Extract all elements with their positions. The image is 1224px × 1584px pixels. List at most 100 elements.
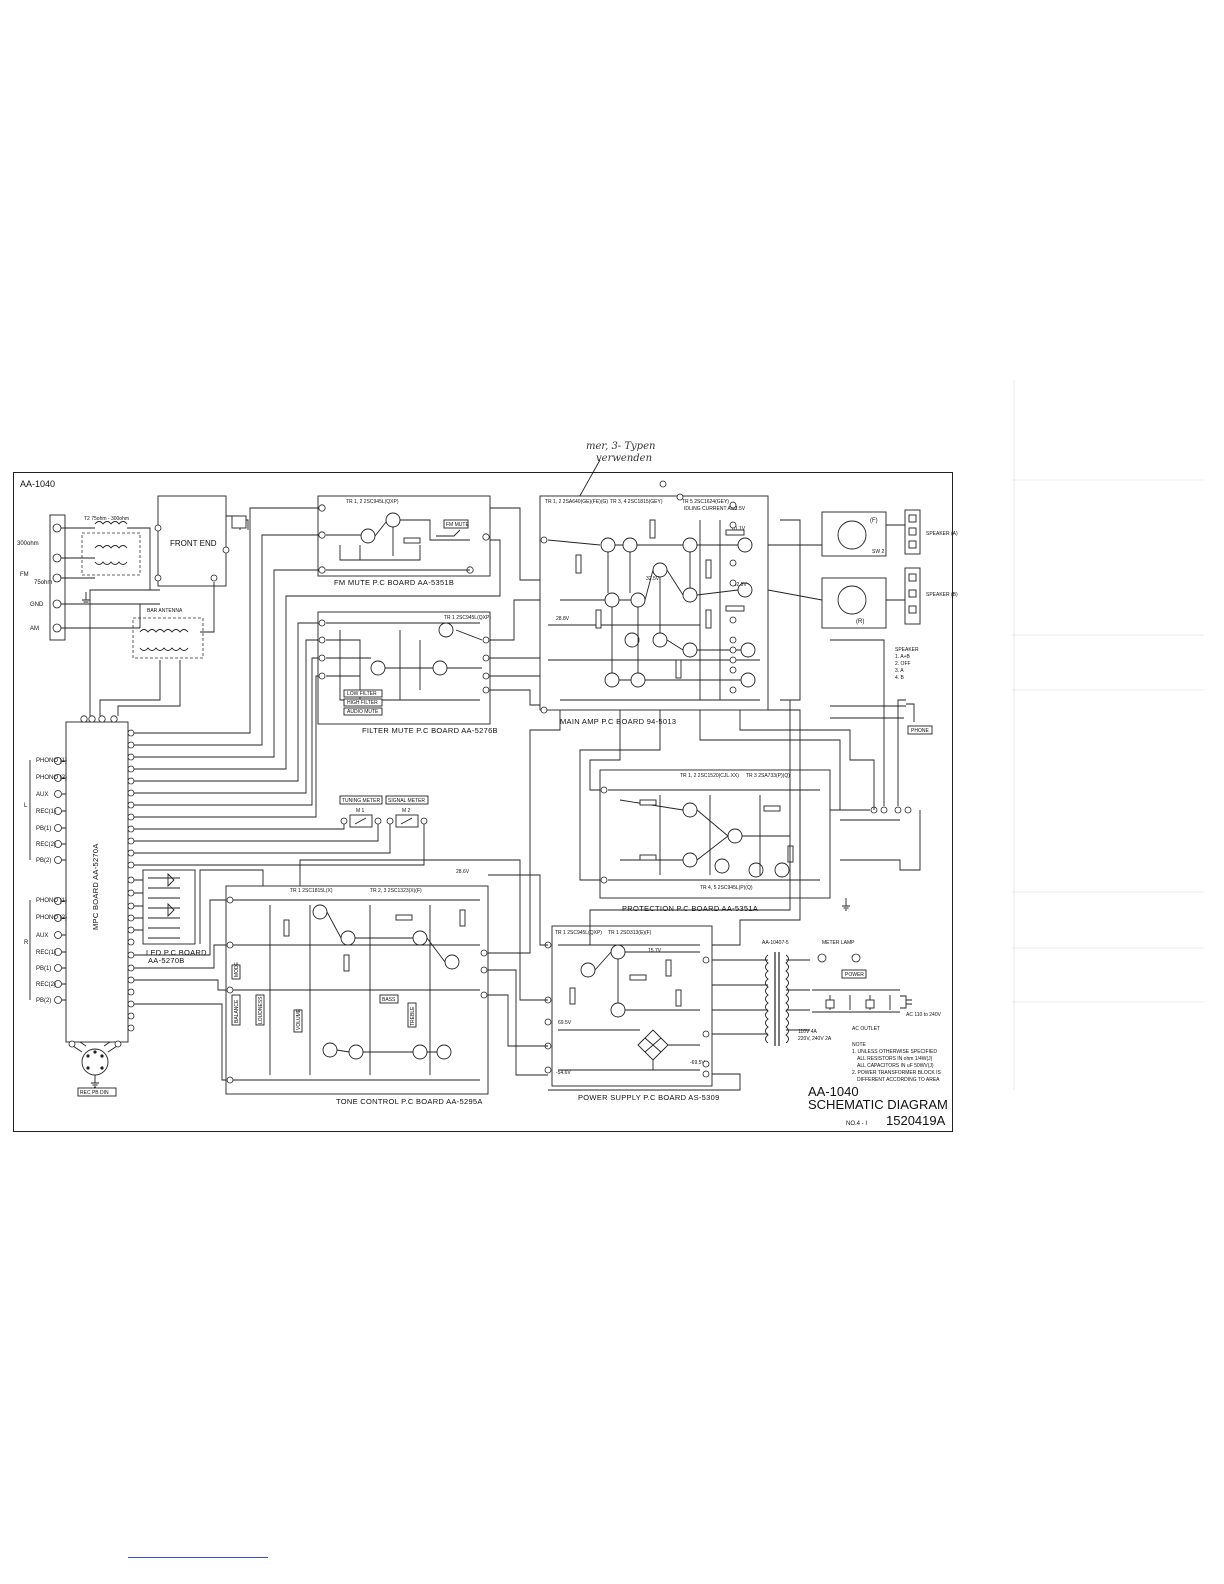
label-low-filter: LOW FILTER <box>347 691 377 697</box>
protection-transistors-45: TR 4, 5 2SC945L(P)(Q) <box>700 885 753 891</box>
filter-transistors: TR 1 2SC945L(QXP) <box>444 615 491 621</box>
protection-board: TR 1, 2 2SC1520(CJL.XX) TR 3 2SA733(P)(Q… <box>599 769 921 913</box>
din-socket: REC PB DIN <box>68 1040 122 1097</box>
ps-voltage-4: -69.5V <box>690 1060 705 1066</box>
meters: TUNING METER SIGNAL METER M 1 M 2 <box>339 795 429 828</box>
ps-voltage-1: 15.7V <box>648 948 662 954</box>
jack-r-phono1: PHONO (1) <box>36 898 67 904</box>
label-mode: MODE <box>234 961 240 977</box>
tone-transistors-23: TR 2, 3 2SC1323(X)(F) <box>370 888 422 894</box>
sheet-title: AA-1040 <box>20 479 55 489</box>
label-volume: VOLUME <box>296 1008 302 1030</box>
ps-transistors-1: TR 1 2SC945L(QXP) <box>555 930 602 936</box>
label-m1: M 1 <box>356 808 365 814</box>
title-block: AA-1040 SCHEMATIC DIAGRAM NO.4 - I 15204… <box>808 1084 948 1128</box>
label-speaker-b: SPEAKER (B) <box>926 592 958 598</box>
label-meter-lamp: METER LAMP <box>822 940 855 946</box>
jack-l-pb1: PB(1) <box>36 826 51 832</box>
label-led-board-2: AA-5270B <box>148 956 185 965</box>
label-fm-mute: FM MUTE <box>446 522 469 528</box>
label-audio-mute: AUDIO MUTE <box>347 709 379 715</box>
label-ac-outlet: AC OUTLET <box>852 1026 880 1032</box>
title-text: SCHEMATIC DIAGRAM <box>808 1097 948 1112</box>
label-speaker-f: (F) <box>870 518 878 524</box>
label-protection-board: PROTECTION P.C BOARD AA-5351A <box>622 904 758 913</box>
main-voltage-5: 32.5V <box>646 576 660 582</box>
jack-r-rec2: REC(2) <box>36 982 56 988</box>
label-power-switch: POWER <box>845 972 864 978</box>
jack-l-rec1: REC(1) <box>36 809 56 815</box>
speaker-legend-1: 1. A+B <box>895 654 911 660</box>
power-transformer-section: AA-10407-5 110V 4A 220V, 240V 2A METER L… <box>712 940 942 1046</box>
main-voltage-4: 28.8V <box>556 616 570 622</box>
input-jacks-right: R PHONO (1) PHONO (2) AUX REC(1) PB(1) R… <box>24 897 67 1004</box>
transformer-rating-2: 220V, 240V 2A <box>798 1036 832 1042</box>
label-tuning-meter: TUNING METER <box>342 798 380 804</box>
label-300ohm: 300ohm <box>17 541 39 547</box>
handwritten-note-line1: mer, 3- Typen <box>586 441 655 452</box>
input-jacks-left: L PHONO (1) PHONO (2) AUX REC(1) PB(1) R… <box>24 757 67 864</box>
title-model: AA-1040 <box>808 1084 859 1099</box>
scan-edge-lines <box>1012 380 1204 1090</box>
label-channel-right: R <box>24 940 29 946</box>
ps-transistors-2: TR 1 2SD313(E)(F) <box>608 930 652 936</box>
jack-l-phono2: PHONO (2) <box>36 775 67 781</box>
ps-voltage-3: -54.6V <box>556 1070 571 1076</box>
jack-l-aux: AUX <box>36 792 48 798</box>
jack-l-pb2: PB(2) <box>36 858 51 864</box>
transformer-label: AA-10407-5 <box>762 940 789 946</box>
title-number: 1520419A <box>886 1113 946 1128</box>
note-line-2: ALL RESISTORS IN ohm 1/4W(J) <box>857 1056 933 1062</box>
jack-l-rec2: REC(2) <box>36 842 56 848</box>
main-bias-adj: IDLING CURRENT ADJ <box>684 506 737 512</box>
label-ac-in: AC 110 to 240V <box>906 1012 942 1018</box>
jack-l-phono1: PHONO (1) <box>36 758 67 764</box>
label-mpc-board: MPC BOARD AA-5270A <box>91 843 100 930</box>
label-gnd: GND <box>30 602 44 608</box>
title-number-prefix: NO.4 - I <box>846 1121 867 1127</box>
mpc-board: MPC BOARD AA-5270A <box>65 715 135 1043</box>
note-line-1: 1. UNLESS OTHERWISE SPECIFIED <box>852 1049 937 1055</box>
label-antenna-transformer: T2 75ohm - 300ohm <box>84 516 129 522</box>
transformer-rating-1: 110V 4A <box>798 1029 817 1035</box>
label-filter-mute-board: FILTER MUTE P.C BOARD AA-5276B <box>362 726 498 735</box>
label-75ohm: 75ohm <box>34 580 52 586</box>
antenna-section: 300ohm 75ohm FM GND AM T2 75ohm - 300ohm… <box>17 495 249 716</box>
speaker-section: (F) (R) SW 2 SPEAKER (A) SPEAKER (B) SPE… <box>767 509 958 735</box>
fm-mute-transistors: TR 1, 2 2SC945L(QXP) <box>346 499 399 505</box>
label-main-amp-board: MAIN AMP P.C BOARD 94-5013 <box>560 717 676 726</box>
label-bass: BASS <box>382 997 396 1003</box>
filter-mute-board: TR 1 2SC945L(QXP) FILTER MUTE P.C BOARD … <box>317 611 498 735</box>
tone-control-board: TR 1 2SC1815L(X) TR 2, 3 2SC1323(X)(F) T… <box>225 869 489 1106</box>
label-power-supply-board: POWER SUPPLY P.C BOARD AS-5309 <box>578 1093 720 1102</box>
jack-r-pb2: PB(2) <box>36 998 51 1004</box>
main-voltage-2: 61.1V <box>732 526 746 532</box>
label-fm: FM <box>20 572 29 578</box>
label-speaker-r: (R) <box>856 619 864 625</box>
protection-transistors-3: TR 3 2SA733(P)(Q) <box>746 773 790 779</box>
notes-block: NOTE 1. UNLESS OTHERWISE SPECIFIED ALL R… <box>852 1042 941 1083</box>
interconnect-wiring <box>134 507 906 1091</box>
label-am: AM <box>30 626 39 632</box>
jack-r-pb1: PB(1) <box>36 966 51 972</box>
main-transistors-34: TR 3, 4 2SC1815(GEY) <box>610 499 663 505</box>
label-front-end: FRONT END <box>170 539 217 548</box>
label-speaker-legend: SPEAKER <box>895 647 919 653</box>
tone-voltage: 28.6V <box>456 869 470 875</box>
bottom-link-underline <box>128 1557 268 1558</box>
note-line-3: ALL CAPACITORS IN uF 50WV(J) <box>857 1063 934 1069</box>
label-fm-mute-board: FM MUTE P.C BOARD AA-5351B <box>334 578 454 587</box>
power-supply-board: TR 1 2SC945L(QXP) TR 1 2SD313(E)(F) POWE… <box>544 925 720 1102</box>
protection-transistors-12: TR 1, 2 2SC1520(CJL.XX) <box>680 773 739 779</box>
led-board: LED P.C BOARD AA-5270B <box>142 869 207 965</box>
tone-transistors-1: TR 1 2SC1815L(X) <box>290 888 333 894</box>
speaker-legend-2: 2. OFF <box>895 661 911 667</box>
label-led-board-1: LED P.C BOARD <box>146 948 207 957</box>
label-channel-left: L <box>24 803 28 809</box>
note-line-4: 2. POWER TRANSFORMER BLOCK IS <box>852 1070 941 1076</box>
label-balance: BALANCE <box>234 999 240 1023</box>
label-high-filter: HIGH FILTER <box>347 700 378 706</box>
speaker-legend-3: 3. A <box>895 668 904 674</box>
note-line-5: DIFFERENT ACCORDING TO AREA <box>857 1077 940 1083</box>
